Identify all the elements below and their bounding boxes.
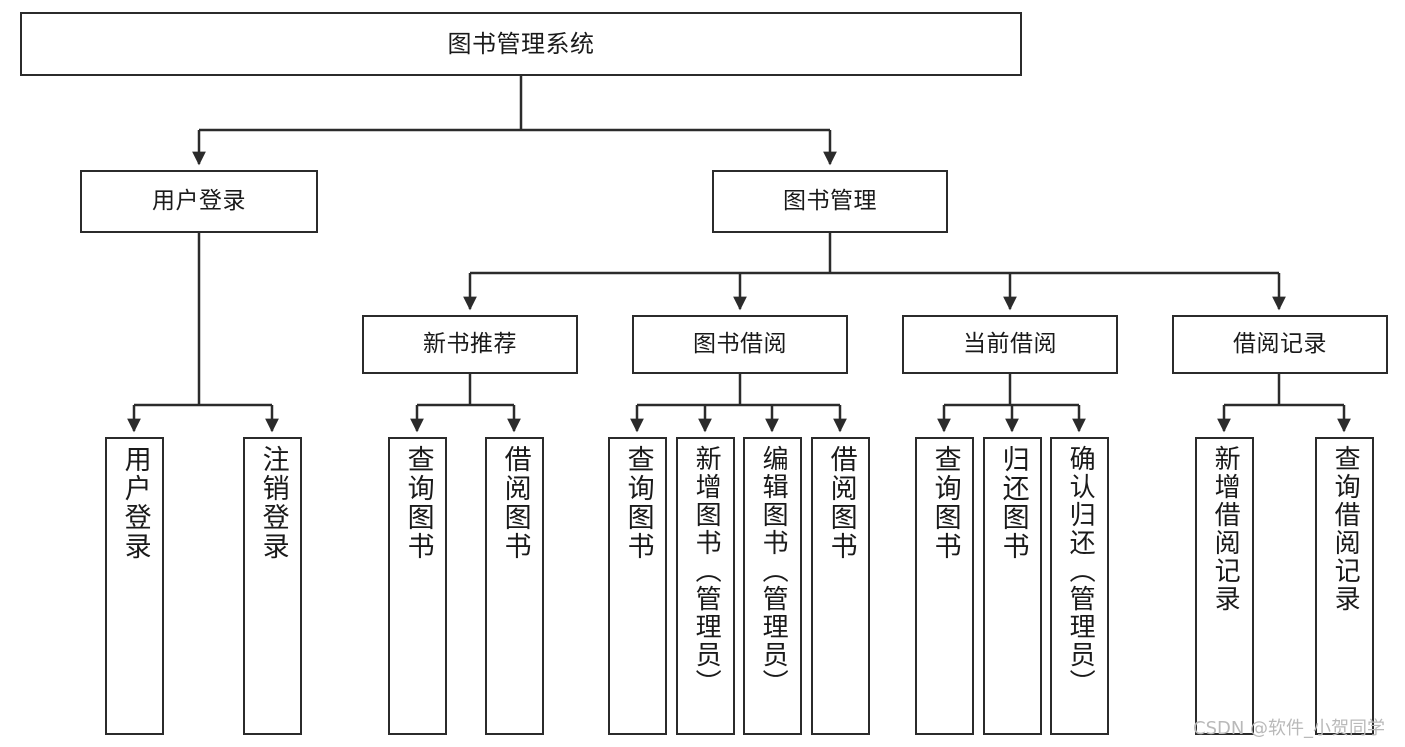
node-leaf-edit-book-label: 编辑图书（管理员） bbox=[758, 445, 789, 697]
node-leaf-logout-login[interactable]: 注销登录 bbox=[243, 437, 302, 735]
node-current-borrow[interactable]: 当前借阅 bbox=[902, 315, 1118, 374]
node-new-book-recommend[interactable]: 新书推荐 bbox=[362, 315, 578, 374]
node-new-book-recommend-label: 新书推荐 bbox=[423, 330, 517, 357]
node-leaf-query-book-1-label: 查询图书 bbox=[402, 445, 434, 561]
node-leaf-add-record-label: 新增借阅记录 bbox=[1210, 445, 1241, 613]
node-leaf-add-record[interactable]: 新增借阅记录 bbox=[1195, 437, 1254, 735]
node-leaf-return-book-label: 归还图书 bbox=[997, 445, 1029, 561]
node-book-manage[interactable]: 图书管理 bbox=[712, 170, 948, 233]
node-user-login-label: 用户登录 bbox=[152, 187, 246, 214]
node-leaf-query-book-3[interactable]: 查询图书 bbox=[915, 437, 974, 735]
node-leaf-query-book-2-label: 查询图书 bbox=[622, 445, 654, 561]
node-root-label: 图书管理系统 bbox=[447, 29, 595, 58]
node-leaf-add-book[interactable]: 新增图书（管理员） bbox=[676, 437, 735, 735]
node-book-borrow[interactable]: 图书借阅 bbox=[632, 315, 848, 374]
node-leaf-edit-book[interactable]: 编辑图书（管理员） bbox=[743, 437, 802, 735]
node-leaf-confirm-return-label: 确认归还（管理员） bbox=[1065, 445, 1096, 697]
node-book-borrow-label: 图书借阅 bbox=[693, 330, 787, 357]
node-current-borrow-label: 当前借阅 bbox=[963, 330, 1057, 357]
node-leaf-add-book-label: 新增图书（管理员） bbox=[691, 445, 722, 697]
node-root[interactable]: 图书管理系统 bbox=[20, 12, 1022, 76]
node-user-login[interactable]: 用户登录 bbox=[80, 170, 318, 233]
node-leaf-user-login[interactable]: 用户登录 bbox=[105, 437, 164, 735]
node-leaf-query-book-2[interactable]: 查询图书 bbox=[608, 437, 667, 735]
node-leaf-logout-login-label: 注销登录 bbox=[257, 445, 289, 561]
node-borrow-record-label: 借阅记录 bbox=[1233, 330, 1327, 357]
watermark-text: CSDN @软件_小贺同学 bbox=[1193, 718, 1386, 739]
node-leaf-query-book-3-label: 查询图书 bbox=[929, 445, 961, 561]
node-leaf-user-login-label: 用户登录 bbox=[119, 445, 151, 561]
node-leaf-borrow-book-2-label: 借阅图书 bbox=[825, 445, 857, 561]
node-leaf-borrow-book-1[interactable]: 借阅图书 bbox=[485, 437, 544, 735]
node-leaf-query-record[interactable]: 查询借阅记录 bbox=[1315, 437, 1374, 735]
node-leaf-confirm-return[interactable]: 确认归还（管理员） bbox=[1050, 437, 1109, 735]
node-leaf-return-book[interactable]: 归还图书 bbox=[983, 437, 1042, 735]
node-book-manage-label: 图书管理 bbox=[783, 187, 877, 214]
node-borrow-record[interactable]: 借阅记录 bbox=[1172, 315, 1388, 374]
node-leaf-borrow-book-1-label: 借阅图书 bbox=[499, 445, 531, 561]
node-leaf-query-book-1[interactable]: 查询图书 bbox=[388, 437, 447, 735]
node-leaf-query-record-label: 查询借阅记录 bbox=[1330, 445, 1361, 613]
node-leaf-borrow-book-2[interactable]: 借阅图书 bbox=[811, 437, 870, 735]
